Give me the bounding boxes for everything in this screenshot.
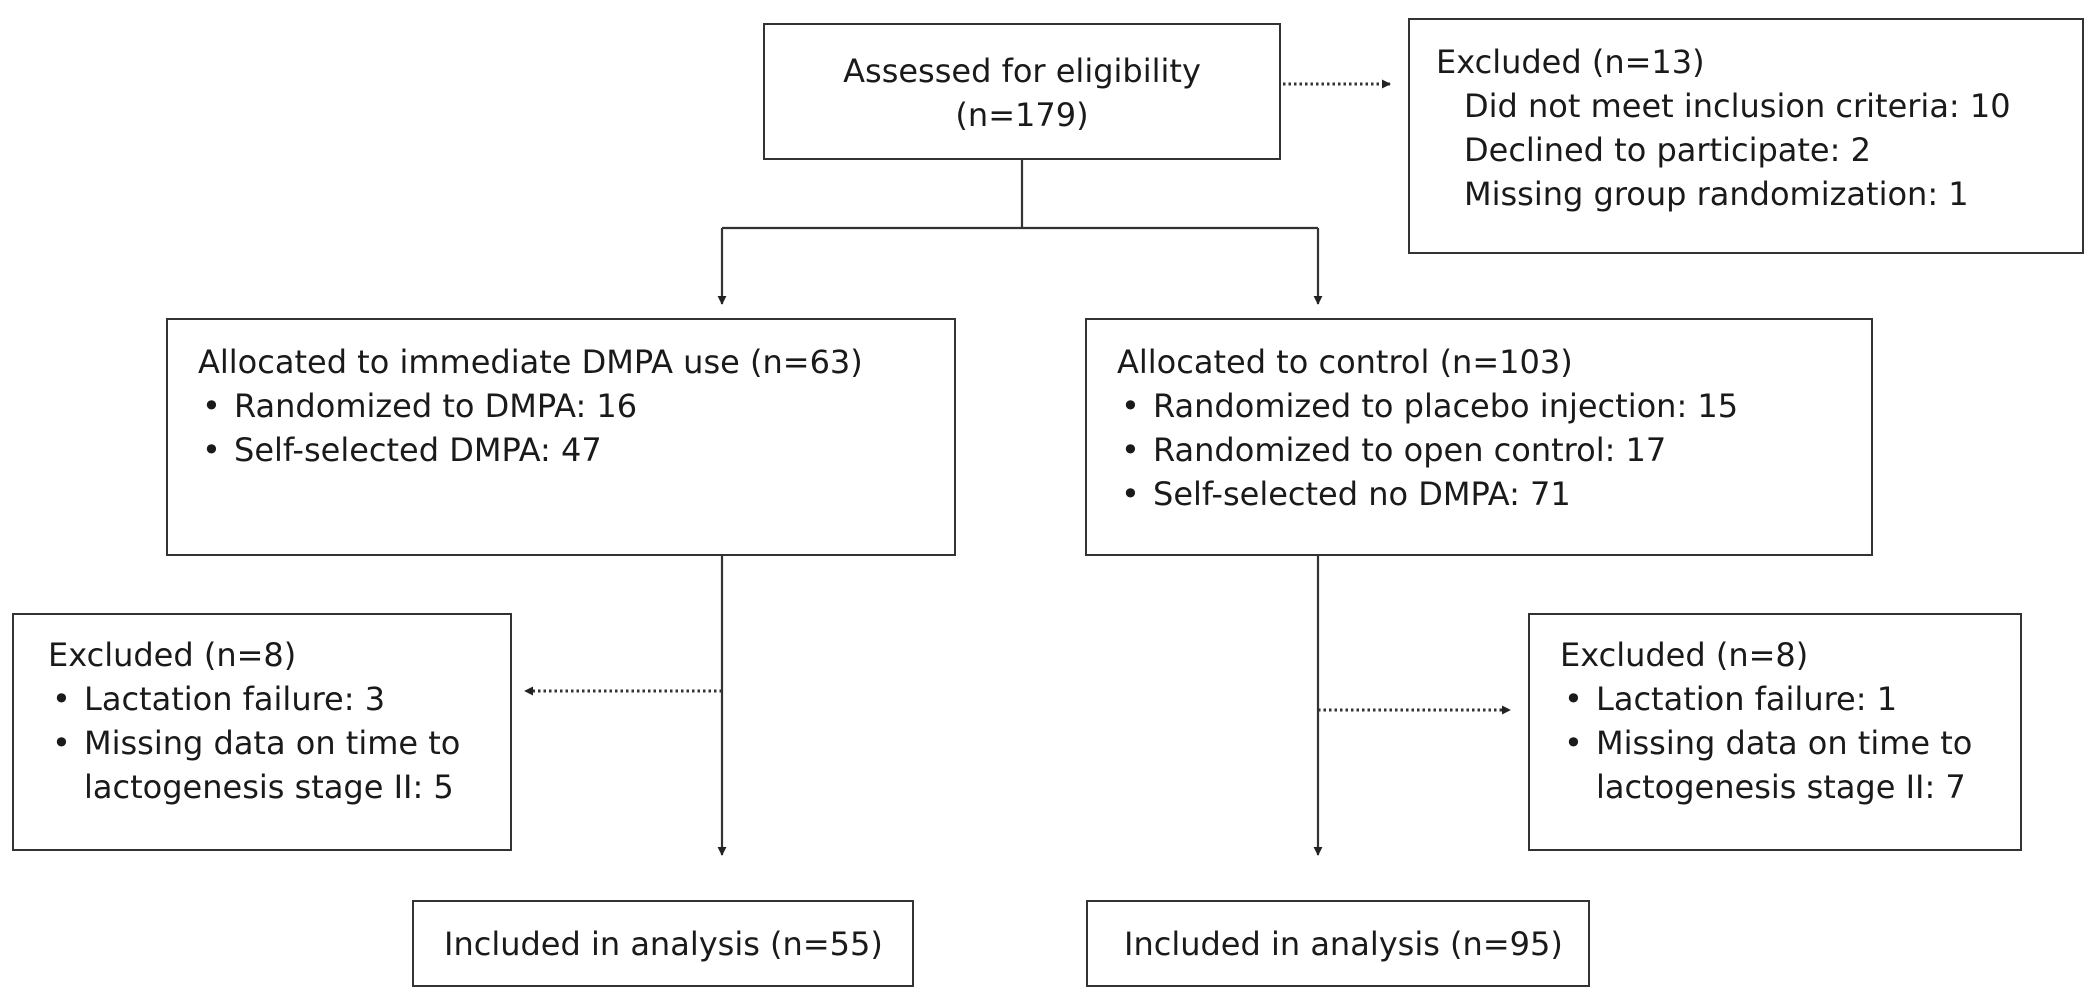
assessed-box: Assessed for eligibility (n=179): [763, 23, 1281, 160]
dmpa-group-box: Allocated to immediate DMPA use (n=63) R…: [166, 318, 956, 556]
excluded-right-item-text: Lactation failure: 1: [1596, 680, 1898, 718]
assessed-count: (n=179): [955, 96, 1089, 134]
assessed-label: Assessed for eligibility: [843, 52, 1201, 90]
excluded-top-item: Missing group randomization: 1: [1464, 175, 1969, 213]
excluded-left-item: Missing data on time to lactogenesis sta…: [48, 721, 460, 809]
excluded-left-title: Excluded (n=8): [48, 636, 297, 674]
excluded-top-title: Excluded (n=13): [1436, 43, 1705, 81]
excluded-left-item-text: Missing data on time to: [84, 724, 461, 762]
control-group-title: Allocated to control (n=103): [1117, 343, 1573, 381]
excluded-left-item: Lactation failure: 3: [48, 677, 460, 721]
control-group-box: Allocated to control (n=103) Randomized …: [1085, 318, 1873, 556]
analysis-left-label: Included in analysis (n=55): [444, 925, 883, 963]
excluded-left-box: Excluded (n=8) Lactation failure: 3 Miss…: [12, 613, 512, 851]
control-group-item: Self-selected no DMPA: 71: [1117, 472, 1738, 516]
excluded-top-box: Excluded (n=13) Did not meet inclusion c…: [1408, 18, 2084, 254]
excluded-right-item-text: Missing data on time to: [1596, 724, 1973, 762]
excluded-left-item-text: Lactation failure: 3: [84, 680, 386, 718]
dmpa-group-item: Self-selected DMPA: 47: [198, 428, 863, 472]
excluded-right-item-text: lactogenesis stage II: 7: [1596, 768, 1966, 806]
excluded-top-item: Declined to participate: 2: [1464, 131, 1871, 169]
dmpa-group-title: Allocated to immediate DMPA use (n=63): [198, 343, 863, 381]
control-group-item: Randomized to placebo injection: 15: [1117, 384, 1738, 428]
excluded-top-item: Did not meet inclusion criteria: 10: [1464, 87, 2011, 125]
excluded-right-item: Lactation failure: 1: [1560, 677, 1972, 721]
dmpa-group-item: Randomized to DMPA: 16: [198, 384, 863, 428]
excluded-right-title: Excluded (n=8): [1560, 636, 1809, 674]
control-group-item: Randomized to open control: 17: [1117, 428, 1738, 472]
excluded-left-item-text: lactogenesis stage II: 5: [84, 768, 454, 806]
excluded-right-box: Excluded (n=8) Lactation failure: 1 Miss…: [1528, 613, 2022, 851]
analysis-right-label: Included in analysis (n=95): [1124, 925, 1563, 963]
excluded-right-item: Missing data on time to lactogenesis sta…: [1560, 721, 1972, 809]
analysis-right-box: Included in analysis (n=95): [1086, 900, 1590, 987]
analysis-left-box: Included in analysis (n=55): [412, 900, 914, 987]
